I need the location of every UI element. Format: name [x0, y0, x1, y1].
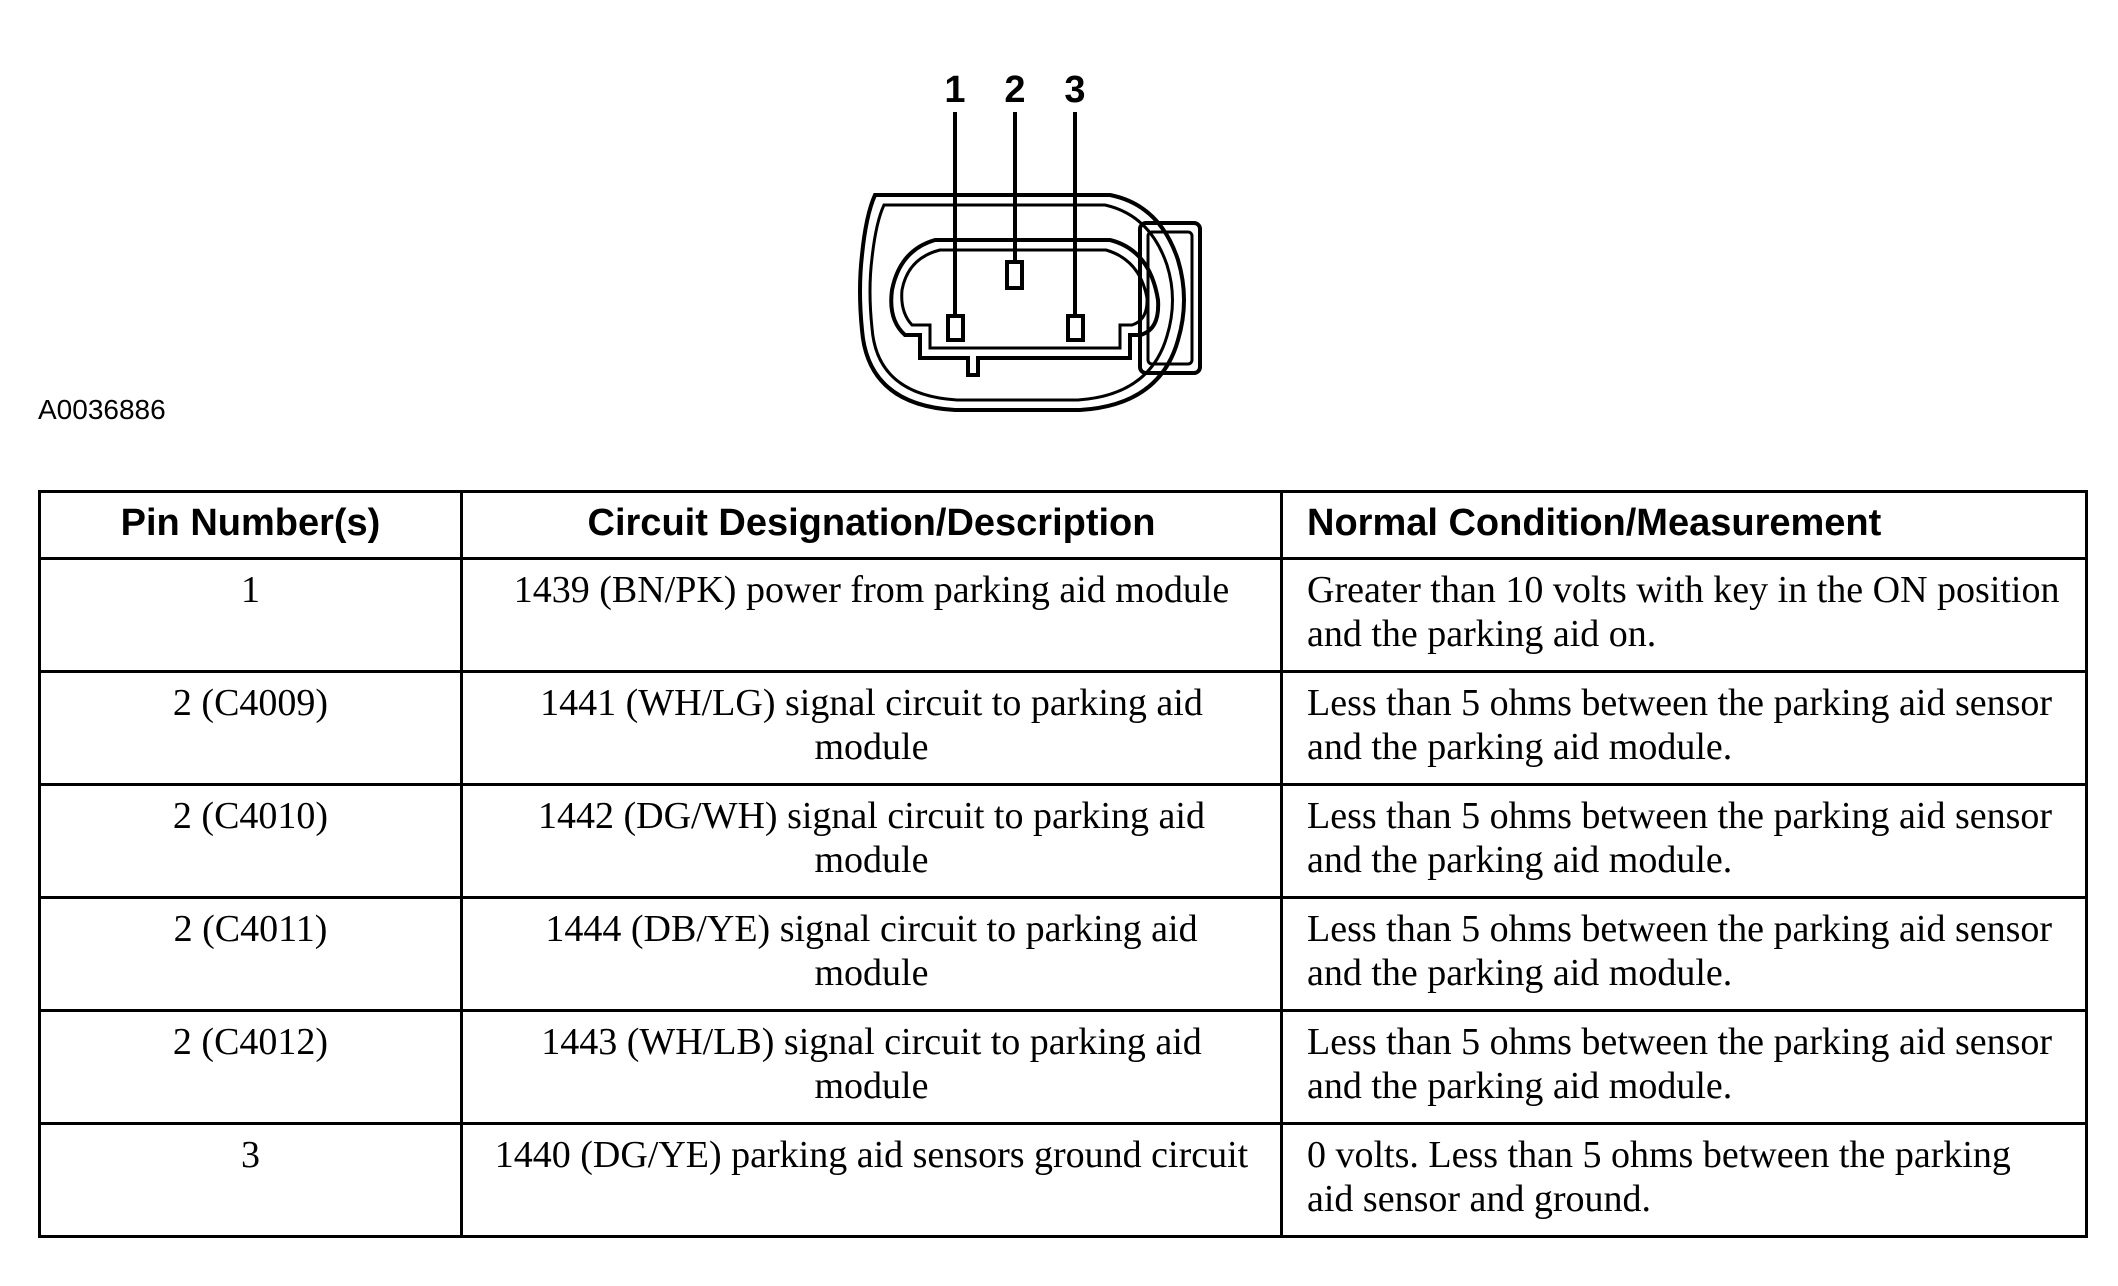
cell-pin: 1	[38, 557, 463, 673]
cell-condition: 0 volts. Less than 5 ohms between the pa…	[1280, 1122, 2088, 1238]
pin-label-2: 2	[1004, 69, 1025, 111]
cell-circuit: 1441 (WH/LG) signal circuit to parking a…	[460, 670, 1283, 786]
pin-terminal-2	[1005, 260, 1024, 290]
table-row: 1 1439 (BN/PK) power from parking aid mo…	[38, 557, 2088, 673]
cell-condition: Less than 5 ohms between the parking aid…	[1280, 783, 2088, 899]
cell-pin: 2 (C4009)	[38, 670, 463, 786]
cell-pin: 3	[38, 1122, 463, 1238]
pin-terminal-3	[1066, 314, 1085, 342]
header-normal-condition: Normal Condition/Measurement	[1280, 490, 2088, 560]
header-pin-numbers: Pin Number(s)	[38, 490, 463, 560]
connector-body	[858, 193, 1202, 412]
cell-circuit: 1440 (DG/YE) parking aid sensors ground …	[460, 1122, 1283, 1238]
cell-condition: Less than 5 ohms between the parking aid…	[1280, 1009, 2088, 1125]
table-header-row: Pin Number(s) Circuit Designation/Descri…	[38, 490, 2088, 560]
cell-condition: Less than 5 ohms between the parking aid…	[1280, 896, 2088, 1012]
pin-terminal-1	[946, 314, 965, 342]
cell-circuit: 1443 (WH/LB) signal circuit to parking a…	[460, 1009, 1283, 1125]
header-circuit-designation: Circuit Designation/Description	[460, 490, 1283, 560]
table-row: 2 (C4011) 1444 (DB/YE) signal circuit to…	[38, 896, 2088, 1012]
cell-pin: 2 (C4010)	[38, 783, 463, 899]
cell-circuit: 1444 (DB/YE) signal circuit to parking a…	[460, 896, 1283, 1012]
table-row: 2 (C4009) 1441 (WH/LG) signal circuit to…	[38, 670, 2088, 786]
pin-terminals	[946, 260, 1085, 342]
pin-label-3: 3	[1064, 69, 1085, 111]
cell-condition: Less than 5 ohms between the parking aid…	[1280, 670, 2088, 786]
connector-diagram: 1 2 3	[858, 69, 1202, 412]
table-row: 2 (C4010) 1442 (DG/WH) signal circuit to…	[38, 783, 2088, 899]
pin-label-1: 1	[944, 69, 965, 111]
cell-circuit: 1439 (BN/PK) power from parking aid modu…	[460, 557, 1283, 673]
cell-pin: 2 (C4012)	[38, 1009, 463, 1125]
pin-leaders	[953, 112, 1077, 318]
figure-id: A0036886	[38, 394, 166, 425]
cell-condition: Greater than 10 volts with key in the ON…	[1280, 557, 2088, 673]
pinout-table: Pin Number(s) Circuit Designation/Descri…	[38, 490, 2088, 1238]
cell-pin: 2 (C4011)	[38, 896, 463, 1012]
table-row: 2 (C4012) 1443 (WH/LB) signal circuit to…	[38, 1009, 2088, 1125]
table-row: 3 1440 (DG/YE) parking aid sensors groun…	[38, 1122, 2088, 1238]
cell-circuit: 1442 (DG/WH) signal circuit to parking a…	[460, 783, 1283, 899]
